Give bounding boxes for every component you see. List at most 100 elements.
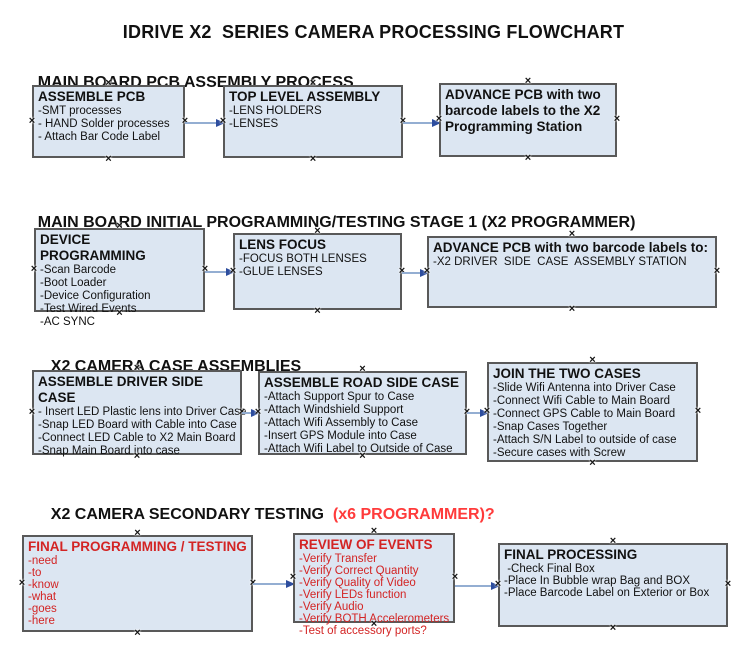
selection-handle-icon[interactable]: ×: [359, 450, 366, 462]
selection-handle-icon[interactable]: ×: [435, 113, 443, 125]
box-item: -SMT processes: [38, 105, 122, 117]
selection-handle-icon[interactable]: ×: [105, 153, 112, 165]
selection-handle-icon[interactable]: ×: [30, 263, 38, 275]
section-heading-red-text: (x6 PROGRAMMER)?: [332, 506, 495, 523]
box-items: - Insert LED Plastic lens into Driver Ca…: [38, 406, 246, 458]
box-title: ASSEMBLE PCB: [38, 89, 146, 104]
box-item: -LENS HOLDERS: [229, 105, 322, 117]
flowchart-box-top-level-assembly[interactable]: TOP LEVEL ASSEMBLY -LENS HOLDERS-LENSES …: [220, 78, 406, 165]
selection-handle-icon[interactable]: ×: [370, 525, 378, 537]
selection-handle-icon[interactable]: ×: [398, 264, 406, 277]
selection-handle-icon[interactable]: ×: [238, 405, 246, 418]
selection-handle-icon[interactable]: ×: [219, 114, 227, 127]
selection-handle-icon[interactable]: ×: [133, 450, 141, 462]
selection-handle-icon[interactable]: ×: [249, 576, 257, 589]
box-item: -Attach Wifi Assembly to Case: [264, 417, 419, 429]
selection-handle-icon[interactable]: ×: [568, 228, 576, 240]
box-item: -Verify BOTH Accelerometers: [299, 613, 450, 625]
box-item: -need: [28, 555, 58, 567]
selection-handle-icon[interactable]: ×: [483, 405, 491, 417]
box-item: -know: [28, 579, 59, 591]
connector-arrow-r3-b[interactable]: [467, 409, 489, 417]
box-item: -X2 DRIVER SIDE CASE ASSEMBLY STATION: [433, 256, 687, 268]
box-item: - HAND Solder processes: [38, 118, 170, 130]
connector-arrow-r2-a[interactable]: [205, 268, 235, 276]
box-items: -Scan Barcode-Boot Loader-Device Configu…: [40, 264, 199, 329]
connector-arrow-r1-b[interactable]: [403, 119, 441, 127]
selection-handle-icon[interactable]: ×: [694, 405, 702, 417]
selection-handle-icon[interactable]: ×: [105, 77, 112, 89]
box-item: -Test of accessory ports?: [299, 625, 427, 637]
box-item: -Verify Audio: [299, 601, 364, 613]
flowchart-box-final-processing[interactable]: FINAL PROCESSING -Check Final Box-Place …: [495, 536, 731, 634]
selection-handle-icon[interactable]: ×: [201, 263, 209, 275]
selection-handle-icon[interactable]: ×: [229, 264, 237, 277]
box-item: -Snap Main Board into case: [38, 445, 180, 457]
selection-handle-icon[interactable]: ×: [451, 571, 459, 583]
box-items: -X2 DRIVER SIDE CASE ASSEMBLY STATION: [433, 256, 711, 269]
box-item: -Attach Wifi Label to Outside of Case: [264, 443, 453, 455]
box-title: JOIN THE TWO CASES: [493, 366, 641, 381]
selection-handle-icon[interactable]: ×: [134, 627, 141, 639]
selection-handle-icon[interactable]: ×: [289, 571, 297, 583]
selection-handle-icon[interactable]: ×: [524, 152, 532, 164]
flowchart-box-device-programming[interactable]: DEVICE PROGRAMMING -Scan Barcode-Boot Lo…: [31, 221, 208, 329]
flowchart-box-assemble-pcb[interactable]: ASSEMBLE PCB -SMT processes- HAND Solder…: [29, 78, 188, 165]
connector-arrow-r4-a[interactable]: [253, 580, 295, 588]
selection-handle-icon[interactable]: ×: [181, 114, 189, 127]
selection-handle-icon[interactable]: ×: [568, 303, 576, 315]
selection-handle-icon[interactable]: ×: [116, 220, 123, 232]
selection-handle-icon[interactable]: ×: [116, 307, 123, 319]
selection-handle-icon[interactable]: ×: [399, 114, 407, 127]
selection-handle-icon[interactable]: ×: [613, 113, 621, 125]
box-item: -GLUE LENSES: [239, 266, 323, 278]
selection-handle-icon[interactable]: ×: [609, 622, 617, 634]
box-item: -FOCUS BOTH LENSES: [239, 253, 367, 265]
box-item: -Insert GPS Module into Case: [264, 430, 417, 442]
selection-handle-icon[interactable]: ×: [314, 305, 321, 317]
flowchart-box-assemble-road-side-case[interactable]: ASSEMBLE ROAD SIDE CASE -Attach Support …: [255, 364, 470, 462]
box-item: -Connect GPS Cable to Main Board: [493, 408, 676, 420]
flowchart-box-assemble-driver-side-case[interactable]: ASSEMBLE DRIVER SIDE CASE - Insert LED P…: [29, 363, 247, 462]
selection-handle-icon[interactable]: ×: [133, 362, 141, 374]
flowchart-box-advance-pcb-programming-station[interactable]: ADVANCE PCB with two barcode labels to t…: [436, 76, 620, 164]
flowchart-box-lens-focus[interactable]: LENS FOCUS -FOCUS BOTH LENSES-GLUE LENSE…: [230, 226, 405, 317]
selection-handle-icon[interactable]: ×: [314, 225, 321, 237]
selection-handle-icon[interactable]: ×: [134, 527, 141, 539]
box-item: -LENSES: [229, 118, 279, 130]
selection-handle-icon[interactable]: ×: [28, 114, 36, 127]
selection-handle-icon[interactable]: ×: [589, 354, 596, 366]
flowchart-box-final-programming-testing[interactable]: FINAL PROGRAMMING / TESTING -need-to-kno…: [19, 528, 256, 639]
selection-handle-icon[interactable]: ×: [309, 77, 317, 89]
box-item: -Test Wired Events: [40, 303, 137, 315]
selection-handle-icon[interactable]: ×: [494, 578, 502, 590]
box-title: ASSEMBLE DRIVER SIDE CASE: [38, 374, 204, 405]
page-title: IDRIVE X2 SERIES CAMERA PROCESSING FLOWC…: [122, 22, 625, 42]
section-heading-text: MAIN BOARD INITIAL PROGRAMMING/TESTING S…: [37, 214, 636, 231]
connector-arrow-r1-a[interactable]: [185, 119, 225, 127]
selection-handle-icon[interactable]: ×: [254, 406, 262, 418]
selection-handle-icon[interactable]: ×: [309, 153, 317, 165]
selection-handle-icon[interactable]: ×: [609, 535, 617, 547]
box-item: -Verify LEDs function: [299, 589, 407, 601]
selection-handle-icon[interactable]: ×: [423, 265, 431, 277]
box-item: -Check Final Box: [504, 563, 595, 575]
flowchart-box-review-of-events[interactable]: REVIEW OF EVENTS -Verify Transfer-Verify…: [290, 526, 458, 638]
flowchart-box-advance-pcb-driver-side-station[interactable]: ADVANCE PCB with two barcode labels to: …: [424, 229, 720, 315]
flowchart-box-join-the-two-cases[interactable]: JOIN THE TWO CASES -Slide Wifi Antenna i…: [484, 355, 701, 469]
box-items: -Attach Support Spur to Case-Attach Wind…: [264, 391, 461, 456]
selection-handle-icon[interactable]: ×: [370, 618, 378, 630]
box-item: -Attach Windshield Support: [264, 404, 404, 416]
box-items: -Check Final Box-Place In Bubble wrap Ba…: [504, 563, 722, 599]
selection-handle-icon[interactable]: ×: [724, 578, 732, 590]
selection-handle-icon[interactable]: ×: [524, 75, 532, 87]
selection-handle-icon[interactable]: ×: [713, 265, 721, 277]
section-heading-text: X2 CAMERA SECONDARY TESTING: [50, 506, 333, 523]
connector-arrow-r3-a[interactable]: [242, 409, 260, 417]
selection-handle-icon[interactable]: ×: [589, 457, 596, 469]
connector-arrow-r2-b[interactable]: [402, 269, 429, 277]
selection-handle-icon[interactable]: ×: [18, 576, 26, 589]
connector-arrow-r4-b[interactable]: [455, 582, 500, 590]
selection-handle-icon[interactable]: ×: [359, 363, 366, 375]
selection-handle-icon[interactable]: ×: [28, 405, 36, 418]
